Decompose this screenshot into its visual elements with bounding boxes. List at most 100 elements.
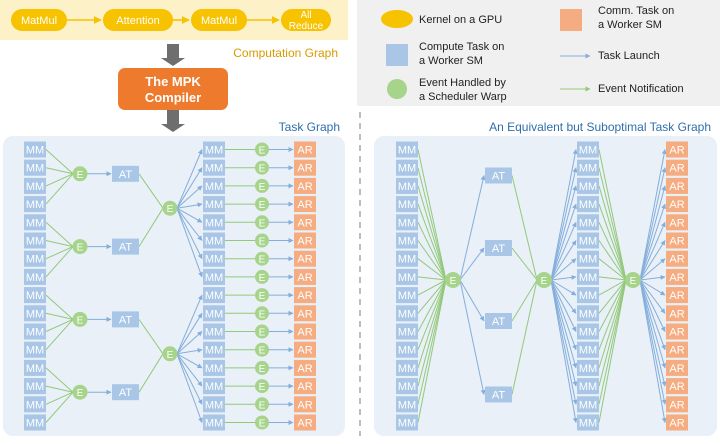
tg-mm-4-label: MM bbox=[26, 199, 44, 211]
tg-event1-1-circle bbox=[72, 166, 88, 182]
sg-mm-10-label: MM bbox=[398, 308, 416, 320]
sg-mm2-9-label: MM bbox=[579, 290, 597, 302]
sg-mm-6-rect bbox=[396, 232, 418, 249]
sg-mm2-11-rect bbox=[577, 323, 599, 340]
sg-mm-to-e1-6 bbox=[417, 258, 447, 281]
tg-event3-7-circle bbox=[255, 251, 269, 266]
tg-e2-to-mm2-0-1 bbox=[176, 167, 203, 209]
tg-event3-6: E bbox=[255, 233, 269, 248]
tg-at-3-rect bbox=[112, 311, 139, 328]
tg-mm-7-rect bbox=[24, 250, 46, 267]
tg-mm-7-label: MM bbox=[26, 254, 44, 266]
tg-ar-12-label: AR bbox=[297, 345, 312, 357]
tg-mm-14-rect bbox=[24, 378, 46, 395]
sg-mm-to-e1-4 bbox=[417, 222, 447, 281]
tg-event3-10: E bbox=[255, 306, 269, 321]
sg-at-3-label: AT bbox=[492, 316, 506, 328]
tg-ar-6: AR bbox=[294, 232, 316, 249]
tg-event3-2-label: E bbox=[259, 164, 266, 175]
sg-mm-8-rect bbox=[396, 268, 418, 285]
tg-ar-10-label: AR bbox=[297, 308, 312, 320]
sg-ar-13-label: AR bbox=[669, 363, 684, 375]
task-graph-panel bbox=[3, 136, 345, 436]
tg-mm-4-rect bbox=[24, 196, 46, 213]
tg-event1-4: E bbox=[72, 384, 88, 400]
tg-mm2-13: MM bbox=[203, 359, 225, 376]
sg-mm-1-rect bbox=[396, 141, 418, 158]
sg-mm2-4-rect bbox=[577, 196, 599, 213]
tg-ar-5-rect bbox=[294, 214, 316, 231]
tg-mm-to-e1-0-2 bbox=[45, 173, 74, 187]
tg-event3-5-circle bbox=[255, 215, 269, 230]
tg-mm-11: MM bbox=[24, 323, 46, 340]
tg-event3-1: E bbox=[255, 142, 269, 157]
tg-e2-to-mm2-0-7 bbox=[176, 208, 203, 278]
sg-mm2-1: MM bbox=[577, 141, 599, 158]
tg-mm-to-e1-1-0 bbox=[45, 221, 74, 247]
tg-at-4-rect bbox=[112, 384, 139, 401]
kernel-4-pill bbox=[281, 9, 331, 31]
tg-ar-13-rect bbox=[294, 359, 316, 376]
tg-event3-15-label: E bbox=[259, 400, 266, 411]
tg-mm2-15-rect bbox=[203, 396, 225, 413]
sg-mm-15-rect bbox=[396, 396, 418, 413]
sg-mm2-5: MM bbox=[577, 214, 599, 231]
sg-mm2-2-label: MM bbox=[579, 163, 597, 175]
tg-ar-7-rect bbox=[294, 250, 316, 267]
sg-event3: E bbox=[625, 272, 641, 288]
tg-mm2-14: MM bbox=[203, 378, 225, 395]
sg-at-1: AT bbox=[485, 167, 512, 184]
sg-mm-14-label: MM bbox=[398, 381, 416, 393]
sg-mm-to-e1-9 bbox=[417, 279, 447, 314]
sg-e2-to-mm2-11 bbox=[550, 279, 577, 351]
sg-mm-12: MM bbox=[396, 341, 418, 358]
sg-mm-to-e1-11 bbox=[417, 279, 447, 350]
tg-mm2-1-rect bbox=[203, 141, 225, 158]
sg-mm-3-rect bbox=[396, 177, 418, 194]
tg-event3-10-label: E bbox=[259, 309, 266, 320]
tg-mm2-14-label: MM bbox=[205, 381, 223, 393]
sg-mm2-to-e3-13 bbox=[598, 279, 627, 387]
tg-mm2-8-rect bbox=[203, 268, 225, 285]
sg-e3-to-ar-1 bbox=[639, 167, 667, 281]
tg-mm2-10-rect bbox=[203, 305, 225, 322]
sg-e3-to-ar-5 bbox=[639, 240, 666, 281]
tg-mm2-4-rect bbox=[203, 196, 225, 213]
tg-mm2-7-rect bbox=[203, 250, 225, 267]
sg-e2-to-mm2-14 bbox=[550, 279, 578, 405]
tg-mm-2-rect bbox=[24, 159, 46, 176]
tg-ar-14: AR bbox=[294, 378, 316, 395]
legend-comm-swatch bbox=[560, 9, 582, 31]
sg-mm2-11: MM bbox=[577, 323, 599, 340]
tg-mm-16: MM bbox=[24, 414, 46, 431]
kernel-4-label-line2: Reduce bbox=[289, 21, 324, 32]
computation-graph-title: Computation Graph bbox=[233, 46, 338, 60]
sg-e2-to-mm2-6 bbox=[550, 258, 577, 281]
sg-mm-to-e1-8 bbox=[417, 279, 447, 296]
tg-ar-3-rect bbox=[294, 177, 316, 194]
tg-e2-to-mm2-1-0 bbox=[176, 294, 203, 354]
sg-mm-5-rect bbox=[396, 214, 418, 231]
sg-e3-to-ar-3 bbox=[639, 203, 666, 281]
sg-ar-8: AR bbox=[666, 268, 688, 285]
sg-at-to-e2-1 bbox=[511, 247, 538, 281]
tg-at-1-rect bbox=[112, 165, 139, 182]
sg-ar-10: AR bbox=[666, 305, 688, 322]
tg-mm-1: MM bbox=[24, 141, 46, 158]
sg-mm-9-rect bbox=[396, 287, 418, 304]
sg-e2-to-mm2-7 bbox=[550, 274, 577, 281]
tg-event3-13-circle bbox=[255, 360, 269, 375]
tg-mm-1-label: MM bbox=[26, 145, 44, 157]
tg-at-2: AT bbox=[112, 238, 139, 255]
tg-event3-9: E bbox=[255, 288, 269, 303]
tg-mm2-10: MM bbox=[203, 305, 225, 322]
tg-ar-15: AR bbox=[294, 396, 316, 413]
sg-mm2-15: MM bbox=[577, 396, 599, 413]
tg-event3-9-circle bbox=[255, 288, 269, 303]
tg-ar-4: AR bbox=[294, 196, 316, 213]
tg-mm2-1-label: MM bbox=[205, 145, 223, 157]
sg-event3-circle bbox=[625, 272, 641, 288]
sg-event2: E bbox=[536, 272, 552, 288]
sg-ar-4-rect bbox=[666, 196, 688, 213]
